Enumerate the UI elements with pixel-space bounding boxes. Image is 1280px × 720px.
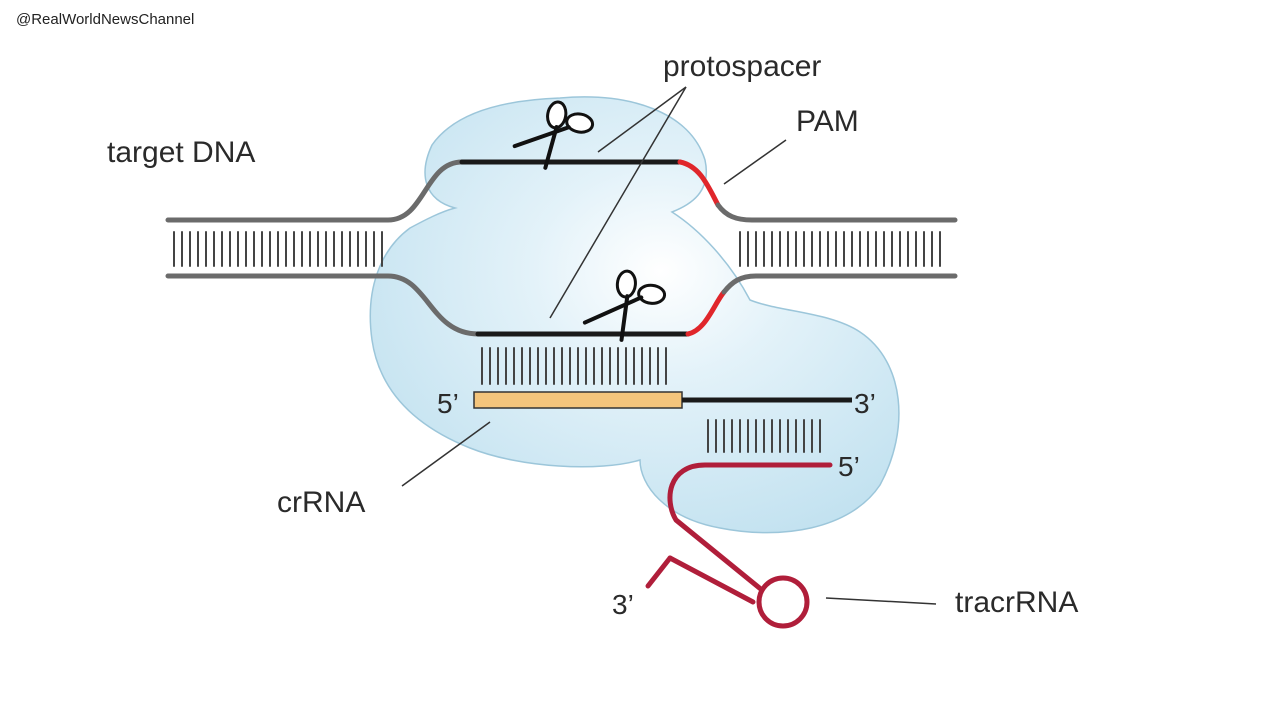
dna-bottom-strand-right: [721, 273, 958, 295]
scissors-icon: [512, 100, 595, 170]
leader-lines: [401, 86, 937, 605]
dna-base-pairs-right: [739, 231, 941, 267]
channel-watermark: @RealWorldNewsChannel: [16, 11, 195, 28]
dna-top-strand-left: [165, 159, 465, 223]
tracrrna-loop: [756, 575, 810, 629]
tracrrna-leader: [825, 597, 937, 605]
tracrrna-strand: [645, 462, 833, 629]
label-pam: PAM: [796, 105, 859, 138]
label-crrna-3-prime: 3’: [854, 388, 876, 419]
label-target-dna: target DNA: [107, 136, 255, 169]
dna-bottom-strand-left: [165, 273, 481, 337]
protospacer-leader-bottom: [549, 86, 687, 319]
target-dna: [165, 159, 958, 453]
label-tracrrna-5-prime: 5’: [838, 451, 860, 482]
crrna-dna-base-pairs: [481, 347, 667, 385]
protospacer-leader-top: [597, 86, 687, 153]
tracrrna-crrna-base-pairs: [707, 419, 821, 453]
tracrrna-3-end: [645, 555, 673, 589]
crrna-strand: [473, 391, 852, 409]
label-protospacer: protospacer: [663, 50, 821, 83]
crrna-leader: [401, 421, 491, 487]
tracrrna-stem: [667, 555, 756, 605]
label-crrna: crRNA: [277, 486, 365, 519]
pam-bottom: [685, 289, 727, 337]
label-crrna-5-prime: 5’: [437, 388, 459, 419]
tracrrna-backbone: [667, 462, 833, 593]
label-tracrrna: tracrRNA: [955, 586, 1078, 619]
label-tracrrna-3-prime: 3’: [612, 589, 634, 620]
scissors-icon: [582, 269, 667, 342]
dna-top-strand-right: [715, 202, 958, 223]
pam-leader: [723, 139, 787, 185]
pam-top: [677, 159, 721, 208]
dna-base-pairs-left: [173, 231, 383, 267]
crrna-guide-segment: [473, 391, 683, 409]
